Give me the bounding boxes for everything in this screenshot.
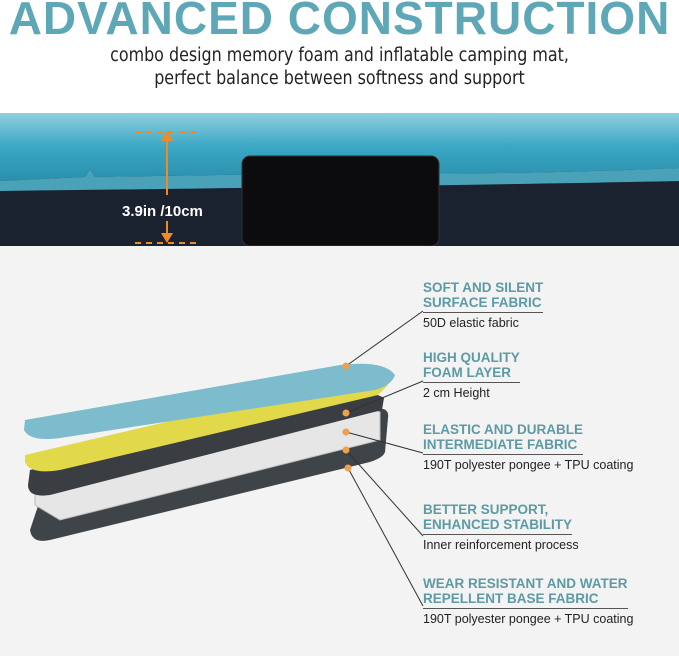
surface-layer: [24, 363, 395, 439]
phone: [241, 155, 440, 246]
layers-section: [0, 246, 679, 656]
layer-illustration: [24, 310, 424, 607]
subtitle: combo design memory foam and inflatable …: [110, 45, 569, 89]
intermediate-layer: [28, 393, 384, 496]
thickness-label: 3.9in /10cm: [122, 203, 203, 220]
page-title: ADVANCED CONSTRUCTION: [8, 0, 671, 44]
mat-photo: 3.9in /10cm: [0, 113, 679, 246]
